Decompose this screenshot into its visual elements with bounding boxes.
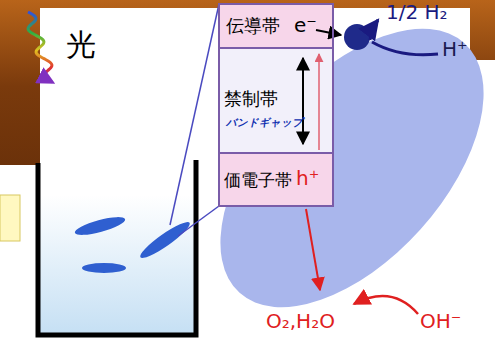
- band-name: 禁制帯: [224, 89, 278, 109]
- light-label: 光: [66, 28, 96, 61]
- band-name: 伝導帯: [226, 16, 280, 36]
- catalyst-particle: [137, 218, 193, 262]
- electron-arrow: [316, 30, 341, 35]
- reaction-arrow: [354, 296, 418, 314]
- hole-symbol: h⁺: [296, 167, 319, 189]
- bandgap-label: バンドギャップ: [226, 117, 303, 128]
- reactant-label: H⁺: [442, 38, 468, 60]
- valence-band: 価電子帯h⁺: [218, 152, 334, 207]
- product-label: 1/2 H₂: [386, 1, 448, 23]
- band-name: 価電子帯: [224, 171, 292, 190]
- forbidden-band: 禁制帯バンドギャップ: [218, 47, 334, 154]
- band-fill: [218, 152, 334, 207]
- electron-symbol: e⁻: [294, 14, 317, 36]
- conduction-band: 伝導帯 e⁻: [218, 3, 334, 49]
- band-fill: [218, 3, 334, 49]
- light-wave: [28, 12, 52, 82]
- note-box: [0, 195, 20, 241]
- electron-site: [344, 24, 370, 50]
- particle-zoom: [171, 0, 495, 346]
- bandgap-arrow: [302, 58, 304, 144]
- catalyst-particle: [82, 263, 126, 273]
- product-label: O₂,H₂O: [266, 310, 335, 332]
- zoom-line: [170, 4, 219, 225]
- beaker: [38, 160, 196, 335]
- band-fill: [218, 47, 334, 154]
- reaction-arrow: [370, 20, 378, 40]
- reaction-curve: [372, 42, 438, 55]
- zoom-line: [178, 206, 219, 236]
- catalyst-particle: [73, 213, 126, 238]
- excitation-arrow: [318, 54, 320, 150]
- hole-arrow: [306, 209, 320, 290]
- reactant-label: OH⁻: [420, 310, 461, 332]
